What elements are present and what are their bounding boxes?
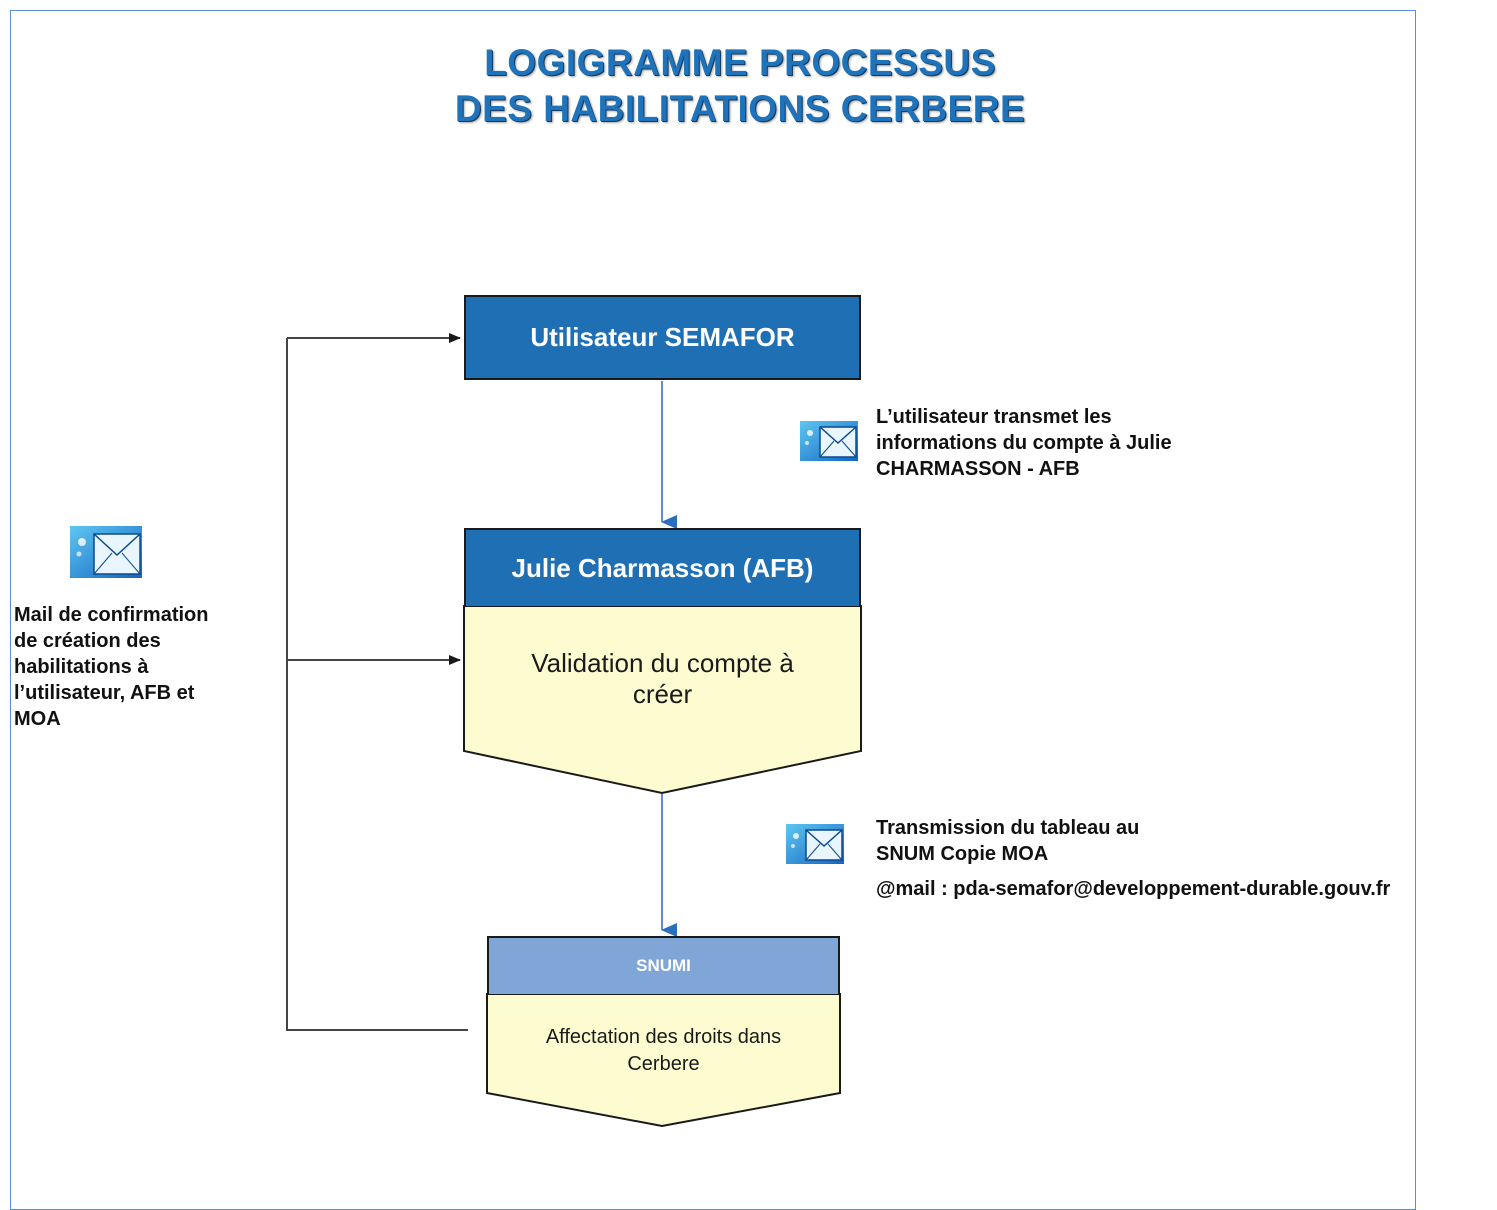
affectation-shape (486, 993, 841, 1128)
note-tableau-line-1: Transmission du tableau au (876, 817, 1140, 839)
note-tableau-line-2: SNUM Copie MOA (876, 843, 1049, 865)
affectation-line-1: Affectation des droits dans (545, 1026, 782, 1048)
validation-text: Validation du compte à créer (470, 648, 855, 710)
mail-icon (786, 824, 844, 864)
feedback-loop-line (286, 338, 468, 1031)
validation-shape (463, 605, 862, 795)
note-transmet-line-1: L’utilisateur transmet les (876, 406, 1112, 428)
note-confirm-line-2: de création des (14, 630, 161, 652)
affectation-line-2: Cerbere (627, 1053, 700, 1075)
note-confirm-line-3: habilitations à (14, 656, 149, 678)
node-utilisateur-semafor: Utilisateur SEMAFOR (464, 295, 861, 380)
note-transmet-line-2: informations du compte à Julie (876, 432, 1172, 454)
note-confirm-line-1: Mail de confirmation (14, 604, 209, 626)
node-julie-header-label: Julie Charmasson (AFB) (511, 552, 814, 583)
validation-line-2: créer (632, 679, 693, 709)
affectation-text: Affectation des droits dans Cerbere (495, 1024, 832, 1078)
mail-icon (800, 421, 858, 461)
note-transmission-tableau: Transmission du tableau au SNUM Copie MO… (876, 815, 1256, 867)
email-address[interactable]: @mail : pda-semafor@developpement-durabl… (876, 878, 1391, 900)
mail-icon (70, 526, 142, 578)
page-title: LOGIGRAMME PROCESSUS DES HABILITATIONS C… (300, 40, 1180, 132)
note-confirm-line-4: l’utilisateur, AFB et (14, 682, 195, 704)
note-confirm-line-5: MOA (14, 708, 61, 730)
title-line-2: DES HABILITATIONS CERBERE (454, 88, 1026, 129)
node-utilisateur-semafor-label: Utilisateur SEMAFOR (530, 322, 795, 352)
title-line-1: LOGIGRAMME PROCESSUS (484, 42, 996, 83)
validation-line-1: Validation du compte à (531, 648, 794, 678)
node-snumi-header: SNUMI (487, 936, 840, 994)
note-mail-confirmation: Mail de confirmation de création des hab… (14, 602, 274, 732)
node-julie-header: Julie Charmasson (AFB) (464, 528, 861, 606)
note-transmet-line-3: CHARMASSON - AFB (876, 458, 1080, 480)
note-transmission-compte: L’utilisateur transmet les informations … (876, 404, 1296, 482)
node-snumi-header-label: SNUMI (636, 956, 691, 975)
